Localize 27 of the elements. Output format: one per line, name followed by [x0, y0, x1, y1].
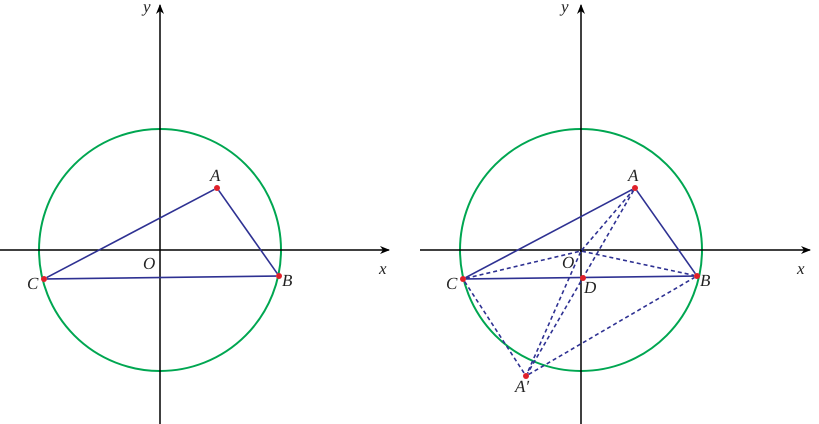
- axis-label: O: [143, 255, 156, 273]
- point-label: A: [210, 167, 220, 185]
- line-segment: [465, 188, 633, 278]
- dashed-line: [526, 190, 634, 374]
- point-label: C: [446, 275, 458, 293]
- line-segment: [46, 188, 215, 278]
- axis-label: x: [379, 260, 387, 278]
- axis-label: y: [561, 0, 569, 16]
- point-label: A′: [515, 378, 530, 396]
- dashed-line: [581, 190, 634, 251]
- point-label: O: [562, 254, 574, 272]
- point-label: A: [628, 167, 638, 185]
- line-segment: [47, 275, 276, 280]
- dashed-line: [526, 252, 582, 374]
- axis-label: y: [143, 0, 151, 16]
- point-label: B: [282, 272, 292, 290]
- line-segment: [636, 190, 696, 274]
- dashed-line: [464, 281, 526, 374]
- point-label: B: [700, 272, 710, 290]
- dashed-line: [528, 276, 695, 376]
- line-segment: [466, 275, 694, 280]
- line-segment: [218, 190, 278, 274]
- axis-label: x: [797, 260, 805, 278]
- point-label: C: [27, 275, 38, 293]
- dashed-line: [466, 250, 580, 280]
- dashed-line: [582, 250, 694, 276]
- point-label: D: [584, 279, 596, 297]
